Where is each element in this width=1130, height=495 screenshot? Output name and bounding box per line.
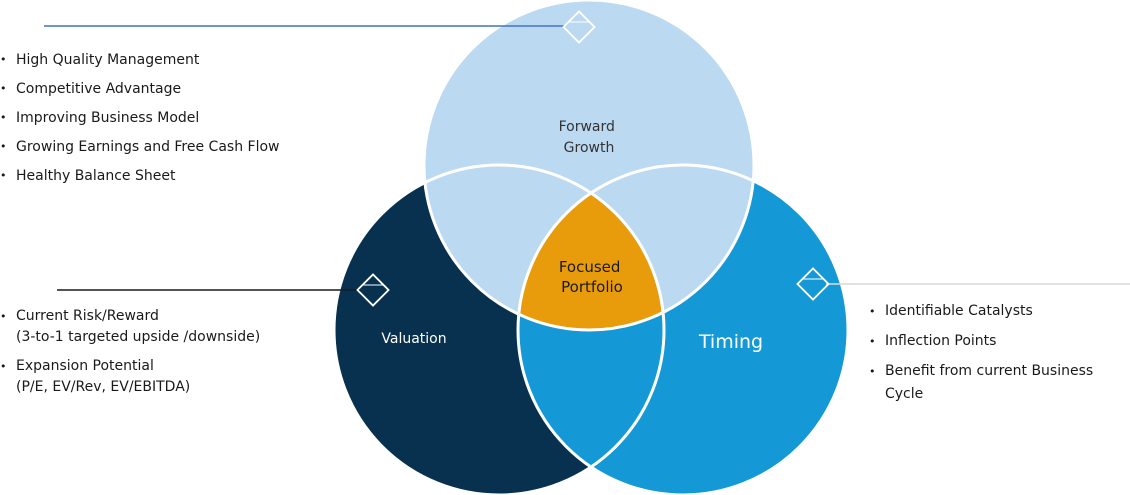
center-label: Focused Portfolio [559,258,625,296]
list-item: Current Risk/Reward (3-to-1 targeted ups… [0,306,260,348]
timing-outline [516,163,850,495]
diamond-marker-icon [562,10,596,44]
list-item: Healthy Balance Sheet [0,166,280,195]
growth-label-line2: Growth [564,140,615,156]
valuation-label: Valuation [381,331,446,347]
center-label-line2: Portfolio [561,278,623,296]
list-item: Competitive Advantage [0,79,280,108]
list-item: Benefit from current Business Cycle [869,360,1125,406]
list-item: Improving Business Model [0,108,280,137]
timing-criteria-list: Identifiable Catalysts Inflection Points… [869,300,1125,413]
diamond-marker-icon [796,267,830,301]
list-item-line2: (P/E, EV/Rev, EV/EBITDA) [16,379,191,395]
focused-portfolio-center [518,165,664,330]
list-item: High Quality Management [0,50,280,79]
list-item-line1: Identifiable Catalysts [885,303,1033,319]
growth-label-line1: Forward [559,119,615,135]
list-item: Growing Earnings and Free Cash Flow [0,137,280,166]
list-item-line1: Expansion Potential [16,358,154,374]
growth-criteria-list: High Quality Management Competitive Adva… [0,50,280,195]
list-item: Inflection Points [869,330,1125,353]
growth-outline [422,0,756,332]
list-item-line1: Inflection Points [885,333,997,349]
diamond-marker-icon [356,273,390,307]
list-item-line2: (3-to-1 targeted upside /downside) [16,329,261,345]
valuation-criteria-list: Current Risk/Reward (3-to-1 targeted ups… [0,306,260,406]
timing-label: Timing [698,331,763,353]
list-item-line1: Benefit from current Business [885,363,1094,379]
valuation-outline [332,163,666,495]
list-item-line1: Current Risk/Reward [16,308,159,324]
list-item: Expansion Potential (P/E, EV/Rev, EV/EBI… [0,356,260,398]
center-label-line1: Focused [559,258,621,276]
list-item: Identifiable Catalysts [869,300,1125,323]
list-item-line2: Cycle [885,386,924,402]
growth-label: Forward Growth [559,119,620,156]
